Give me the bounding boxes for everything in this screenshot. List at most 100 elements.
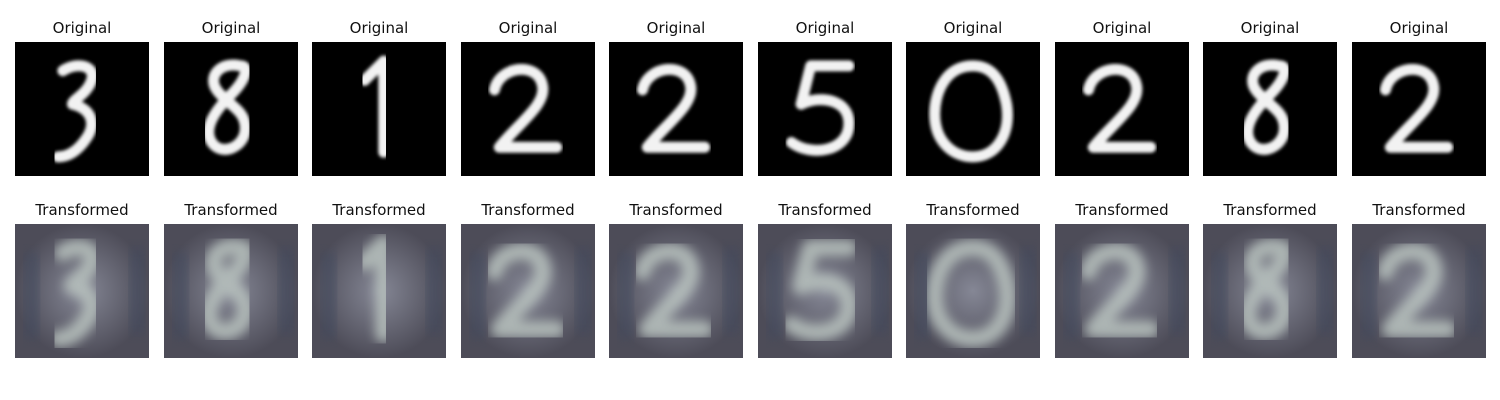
panel-image-frame (164, 42, 298, 176)
digit-stroke (359, 55, 390, 158)
transformed-digit-image (1352, 224, 1486, 358)
panel-title: Original (498, 19, 558, 37)
panel-title: Transformed (1075, 201, 1169, 219)
transformed-digit-image (1203, 224, 1337, 358)
panel-title: Original (646, 19, 706, 37)
original-panel: Original (906, 19, 1040, 176)
digit-stroke (1379, 64, 1454, 153)
original-panel: Original (1203, 19, 1337, 176)
panel-title: Transformed (926, 201, 1020, 219)
panel-title: Original (349, 19, 409, 37)
panel-title: Original (1240, 19, 1300, 37)
panel-title: Original (1092, 19, 1152, 37)
panel-title: Original (52, 19, 112, 37)
original-panel: Original (609, 19, 743, 176)
background-shade (723, 247, 739, 335)
digit-stroke (1239, 238, 1294, 340)
panel-image-frame (312, 224, 446, 358)
transformed-digit-image (164, 224, 298, 358)
panel-title: Transformed (184, 201, 278, 219)
panel-title: Transformed (35, 201, 129, 219)
background-shade (1169, 247, 1185, 335)
digit-stroke (356, 234, 393, 343)
panel-title: Transformed (778, 201, 872, 219)
original-digit-image (461, 42, 595, 176)
background-shade (872, 247, 888, 335)
digit-stroke (929, 60, 1013, 163)
panel-image-frame (758, 224, 892, 358)
digit-stroke (49, 239, 101, 348)
background-shade (915, 252, 930, 339)
panel-image-frame (1203, 224, 1337, 358)
panel-title: Transformed (1223, 201, 1317, 219)
panel-image-frame (461, 42, 595, 176)
transformed-panel: Transformed (164, 201, 298, 358)
transformed-panel: Transformed (1055, 201, 1189, 358)
transformed-panel: Transformed (758, 201, 892, 358)
digit-stroke (52, 60, 98, 163)
digit-stroke (926, 239, 1017, 348)
transformed-digit-image (461, 224, 595, 358)
panel-title: Transformed (1372, 201, 1466, 219)
digit-stroke (200, 238, 255, 340)
original-digit-image (758, 42, 892, 176)
background-shade (575, 247, 591, 335)
digit-stroke (785, 60, 855, 156)
background-shade (278, 247, 294, 335)
original-digit-image (609, 42, 743, 176)
digit-stroke (1242, 59, 1290, 155)
background-shade (1361, 252, 1376, 339)
panel-image-frame (1055, 42, 1189, 176)
panel-image-frame (312, 42, 446, 176)
panel-image-frame (906, 224, 1040, 358)
original-panel: Original (461, 19, 595, 176)
original-panel: Original (312, 19, 446, 176)
panel-image-frame (609, 42, 743, 176)
panel-image-frame (164, 224, 298, 358)
panel-image-frame (1203, 42, 1337, 176)
original-panel: Original (1055, 19, 1189, 176)
transformed-digit-image (609, 224, 743, 358)
original-panel: Original (758, 19, 892, 176)
original-digit-image (312, 42, 446, 176)
panel-image-frame (1352, 42, 1486, 176)
original-digit-image (164, 42, 298, 176)
panel-image-frame (1055, 224, 1189, 358)
background-shade (24, 252, 39, 339)
background-shade (1020, 247, 1036, 335)
panel-title: Original (201, 19, 261, 37)
panel-image-frame (15, 224, 149, 358)
original-digit-image (15, 42, 149, 176)
panel-title: Original (943, 19, 1003, 37)
panel-title: Transformed (332, 201, 426, 219)
original-digit-image (1055, 42, 1189, 176)
original-digit-image (1203, 42, 1337, 176)
transformed-panel: Transformed (1203, 201, 1337, 358)
digit-stroke (485, 242, 566, 338)
background-shade (1466, 247, 1482, 335)
digit-stroke (488, 64, 563, 153)
original-panel: Original (15, 19, 149, 176)
original-panel: Original (1352, 19, 1486, 176)
background-shade (129, 247, 145, 335)
panel-title: Original (1389, 19, 1449, 37)
digit-stroke (782, 239, 858, 341)
transformed-panel: Transformed (906, 201, 1040, 358)
background-shade (1064, 252, 1079, 339)
transformed-panel: Transformed (1352, 201, 1486, 358)
panel-image-frame (1352, 224, 1486, 358)
panel-image-frame (906, 42, 1040, 176)
original-panel: Original (164, 19, 298, 176)
background-shade (618, 252, 633, 339)
panel-image-frame (15, 42, 149, 176)
panel-title: Transformed (481, 201, 575, 219)
transformed-panel: Transformed (609, 201, 743, 358)
transformed-panel: Transformed (312, 201, 446, 358)
background-shade (1212, 252, 1227, 339)
panel-image-frame (609, 224, 743, 358)
background-shade (173, 252, 188, 339)
panel-image-frame (461, 224, 595, 358)
transformed-digit-image (1055, 224, 1189, 358)
panel-title: Transformed (629, 201, 723, 219)
transformed-digit-image (906, 224, 1040, 358)
